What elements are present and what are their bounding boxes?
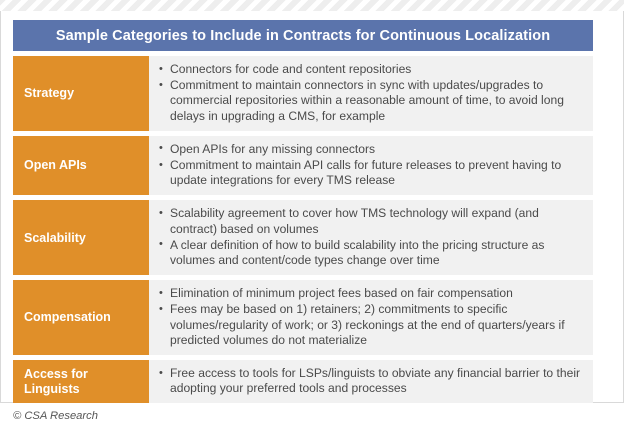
copyright-credit: © CSA Research — [13, 410, 98, 422]
infographic-inner: Sample Categories to Include in Contract… — [13, 20, 613, 422]
page-title: Sample Categories to Include in Contract… — [13, 20, 593, 51]
table-row: Strategy Connectors for code and content… — [13, 56, 593, 131]
list-item: Elimination of minimum project fees base… — [157, 286, 583, 301]
list-item: Scalability agreement to cover how TMS t… — [157, 206, 583, 236]
table-row: Scalability Scalability agreement to cov… — [13, 200, 593, 276]
row-content-compensation: Elimination of minimum project fees base… — [149, 280, 593, 356]
categories-table: Strategy Connectors for code and content… — [13, 56, 593, 404]
table-row: Access for Linguists Free access to tool… — [13, 360, 593, 404]
bullet-list: Connectors for code and content reposito… — [157, 61, 583, 124]
bullet-list: Elimination of minimum project fees base… — [157, 286, 583, 348]
table-row: Open APIs Open APIs for any missing conn… — [13, 135, 593, 196]
list-item: Connectors for code and content reposito… — [157, 61, 583, 77]
infographic-page: Sample Categories to Include in Contract… — [0, 0, 624, 403]
category-label-scalability: Scalability — [13, 200, 149, 276]
category-label-open-apis: Open APIs — [13, 135, 149, 196]
list-item: Free access to tools for LSPs/linguists … — [157, 366, 583, 396]
category-label-access-for-linguists: Access for Linguists — [13, 360, 149, 404]
table-row: Compensation Elimination of minimum proj… — [13, 280, 593, 356]
bullet-list: Free access to tools for LSPs/linguists … — [157, 366, 583, 396]
row-content-scalability: Scalability agreement to cover how TMS t… — [149, 200, 593, 276]
row-content-open-apis: Open APIs for any missing connectors Com… — [149, 135, 593, 196]
category-label-compensation: Compensation — [13, 280, 149, 356]
list-item: Commitment to maintain API calls for fut… — [157, 158, 583, 188]
list-item: Commitment to maintain connectors in syn… — [157, 78, 583, 124]
list-item: Open APIs for any missing connectors — [157, 141, 583, 157]
list-item: A clear definition of how to build scala… — [157, 237, 583, 268]
row-content-access-for-linguists: Free access to tools for LSPs/linguists … — [149, 360, 593, 404]
bullet-list: Scalability agreement to cover how TMS t… — [157, 206, 583, 268]
category-label-strategy: Strategy — [13, 56, 149, 131]
list-item: Fees may be based on 1) retainers; 2) co… — [157, 302, 583, 348]
infographic-card: Sample Categories to Include in Contract… — [0, 11, 624, 422]
bullet-list: Open APIs for any missing connectors Com… — [157, 141, 583, 189]
decorative-stripe-band — [0, 0, 624, 11]
row-content-strategy: Connectors for code and content reposito… — [149, 56, 593, 131]
